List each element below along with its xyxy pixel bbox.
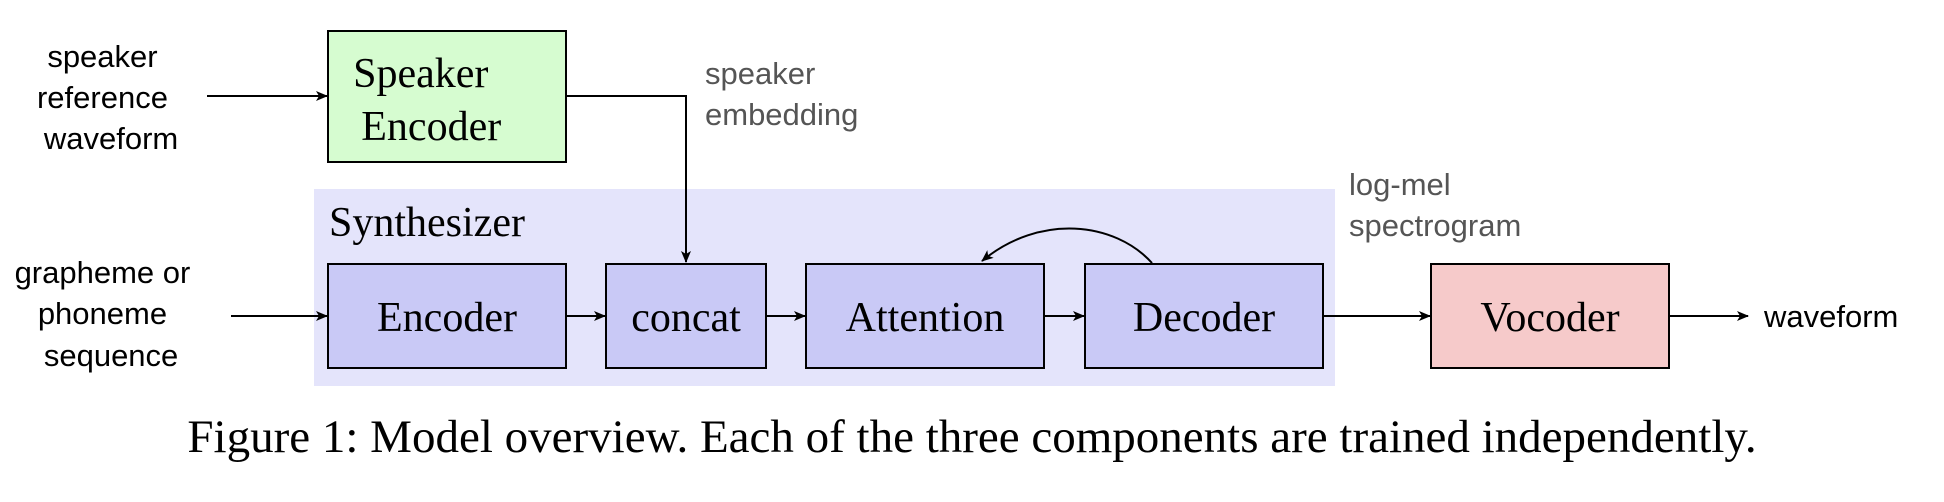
speaker-embedding-label: speaker embedding — [0, 0, 884, 132]
figure-caption: Figure 1: Model overview. Each of the th… — [187, 411, 1757, 463]
decoder-box — [1084, 263, 1324, 369]
concat-label: concat — [631, 295, 741, 341]
encoder-label: Encoder — [377, 295, 517, 341]
speaker-encoder-box — [327, 30, 567, 163]
arrow-speaker-embedding-to-concat — [566, 95, 691, 263]
concat-box — [605, 263, 767, 369]
speaker-reference-input-label: speaker reference waveform — [0, 0, 211, 156]
waveform-output-label: waveform — [1763, 299, 1898, 334]
synthesizer-title: Synthesizer — [329, 200, 525, 246]
speaker-encoder-label: Speaker Encoder — [0, 0, 541, 150]
attention-box — [805, 263, 1045, 369]
encoder-box — [327, 263, 567, 369]
decoder-label: Decoder — [1133, 295, 1275, 341]
arrow-decoder-feedback-to-attention — [981, 227, 1153, 264]
vocoder-label: Vocoder — [1480, 295, 1619, 341]
attention-label: Attention — [846, 295, 1005, 341]
grapheme-sequence-input-label: grapheme or phoneme sequence — [0, 0, 233, 373]
log-mel-spectrogram-label: log-mel spectrogram — [0, 0, 1547, 243]
vocoder-box — [1430, 263, 1670, 369]
model-overview-diagram: Synthesizer speaker reference waveform S… — [0, 0, 1898, 386]
